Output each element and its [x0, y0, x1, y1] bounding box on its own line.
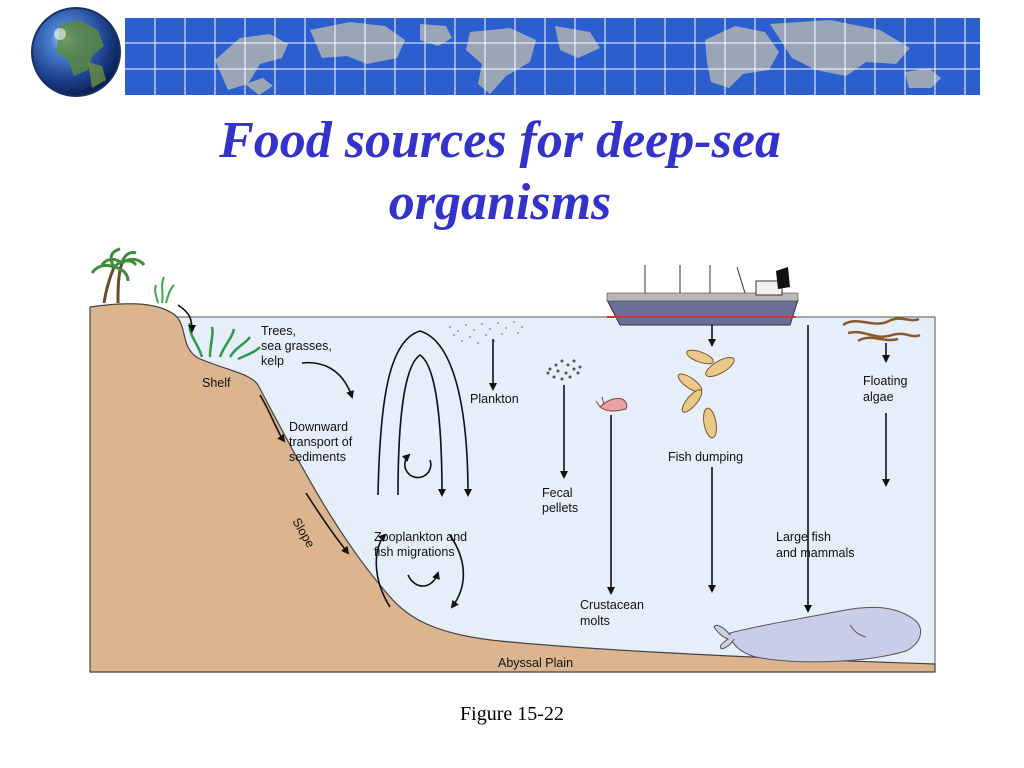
kelp-transport-arrow	[301, 361, 354, 399]
continental-shelf-slope	[89, 303, 936, 673]
title-line-2: organisms	[388, 174, 612, 231]
sea-grass-icon	[154, 276, 175, 304]
kelp-icon	[188, 322, 261, 361]
label-floating: Floating algae	[863, 374, 911, 404]
label-crustacean-line-1: Crustacean	[580, 598, 644, 612]
floating-algae-icon	[842, 317, 921, 343]
label-abyssal: Abyssal Plain	[498, 656, 573, 670]
whale-icon	[713, 606, 922, 663]
label-downward-line-3: sediments	[289, 450, 346, 464]
label-zooplankton: Zooplankton and fish migrations	[374, 530, 471, 559]
label-trees-line-2: sea grasses,	[261, 339, 332, 353]
sediment-upper-arrow	[259, 394, 286, 443]
page-title: Food sources for deep-sea organisms	[100, 110, 900, 234]
label-floating-line-1: Floating	[863, 374, 908, 388]
fishing-ship-icon	[606, 265, 799, 326]
label-crustacean: Crustacean molts	[580, 598, 647, 628]
label-trees-line-1: Trees,	[261, 324, 296, 338]
label-zooplankton-line-2: fish migrations	[374, 545, 455, 559]
label-zooplankton-line-1: Zooplankton and	[374, 530, 467, 544]
migration-loops	[375, 330, 472, 609]
dumped-fish-icon	[677, 349, 735, 439]
label-downward: Downward transport of sediments	[289, 420, 356, 464]
label-large-fish-line-2: and mammals	[776, 546, 855, 560]
label-downward-line-2: transport of	[289, 435, 353, 449]
palm-trees-icon	[90, 247, 146, 304]
header-banner	[31, 7, 980, 97]
label-large-fish-line-1: Large fish	[776, 530, 831, 544]
crustacean-icon	[595, 396, 628, 412]
label-fecal-line-2: pellets	[542, 501, 578, 515]
label-crustacean-line-2: molts	[580, 614, 610, 628]
label-trees: Trees, sea grasses, kelp	[261, 324, 335, 368]
deep-sea-diagram: Trees, sea grasses, kelp Shelf Downward …	[89, 247, 936, 673]
title-line-1: Food sources for deep-sea	[219, 112, 781, 169]
coast-downward-arrow	[177, 304, 196, 333]
label-fecal-line-1: Fecal	[542, 486, 573, 500]
label-large-fish: Large fish and mammals	[776, 530, 855, 560]
fecal-pellets-icon	[546, 359, 582, 381]
label-fecal: Fecal pellets	[542, 486, 578, 515]
figure-caption: Figure 15-22	[460, 703, 564, 725]
label-downward-line-1: Downward	[289, 420, 348, 434]
globe-icon	[31, 7, 121, 97]
sediment-lower-arrow	[305, 492, 350, 555]
label-shelf: Shelf	[202, 376, 231, 390]
label-plankton: Plankton	[470, 392, 519, 406]
label-trees-line-3: kelp	[261, 354, 284, 368]
label-fish-dumping: Fish dumping	[668, 450, 743, 464]
label-floating-line-2: algae	[863, 390, 894, 404]
banner-grid	[125, 18, 980, 95]
